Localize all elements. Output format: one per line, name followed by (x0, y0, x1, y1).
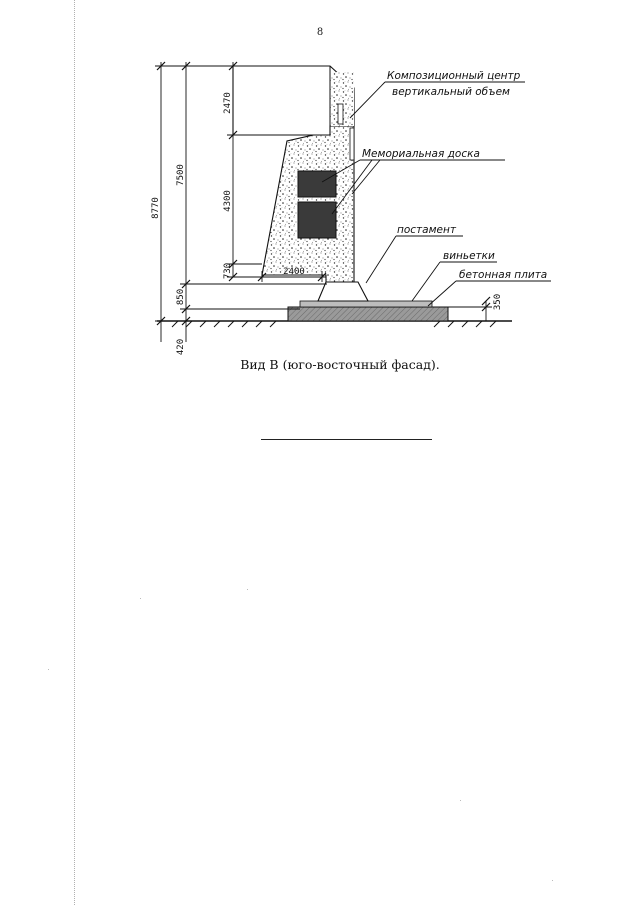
scan-speck (48, 669, 49, 670)
dimension-ticks (156, 61, 491, 326)
leader-lines (321, 81, 551, 307)
scan-speck (140, 598, 141, 599)
dim-below-grade: 420 (176, 339, 186, 355)
concrete-slab (287, 306, 449, 322)
dim-pedestal-height: 850 (176, 289, 186, 305)
figure-caption: Вид В (юго-восточный фасад). (240, 357, 440, 372)
memorial-plaque-upper (297, 170, 337, 198)
dim-base-width: 2400 (283, 267, 305, 277)
dim-total-height: 8770 (151, 197, 161, 219)
ground-line (157, 320, 512, 328)
label-memorial-plaque: Мемориальная доска (362, 148, 480, 160)
pedestal (317, 281, 369, 302)
label-pedestal: постамент (397, 224, 457, 236)
dim-middle-section: 4300 (223, 190, 233, 212)
memorial-plaque-lower (297, 201, 337, 239)
composition-center-slot (337, 103, 344, 125)
margin-line (74, 0, 75, 905)
dim-lower-section: 730 (223, 263, 233, 279)
elevation-drawing: 8770 7500 2470 4300 730 2400 850 420 350… (151, 61, 551, 355)
label-composition-center: Композиционный центр (387, 70, 521, 82)
dim-upper-height: 7500 (176, 164, 186, 186)
label-vignettes: виньетки (443, 250, 495, 262)
label-concrete-slab: бетонная плита (459, 269, 547, 281)
label-vertical-volume: вертикальный объем (392, 86, 510, 98)
scan-speck (460, 800, 461, 801)
vignette-strip (299, 300, 433, 308)
dimension-lines (155, 62, 492, 342)
scan-speck (247, 589, 248, 590)
side-plaque (349, 127, 355, 161)
page-number: 8 (316, 27, 324, 38)
dim-top-section: 2470 (223, 92, 233, 114)
end-rule (261, 439, 432, 440)
scan-speck (552, 880, 553, 881)
dim-slab-thickness: 350 (493, 294, 503, 310)
